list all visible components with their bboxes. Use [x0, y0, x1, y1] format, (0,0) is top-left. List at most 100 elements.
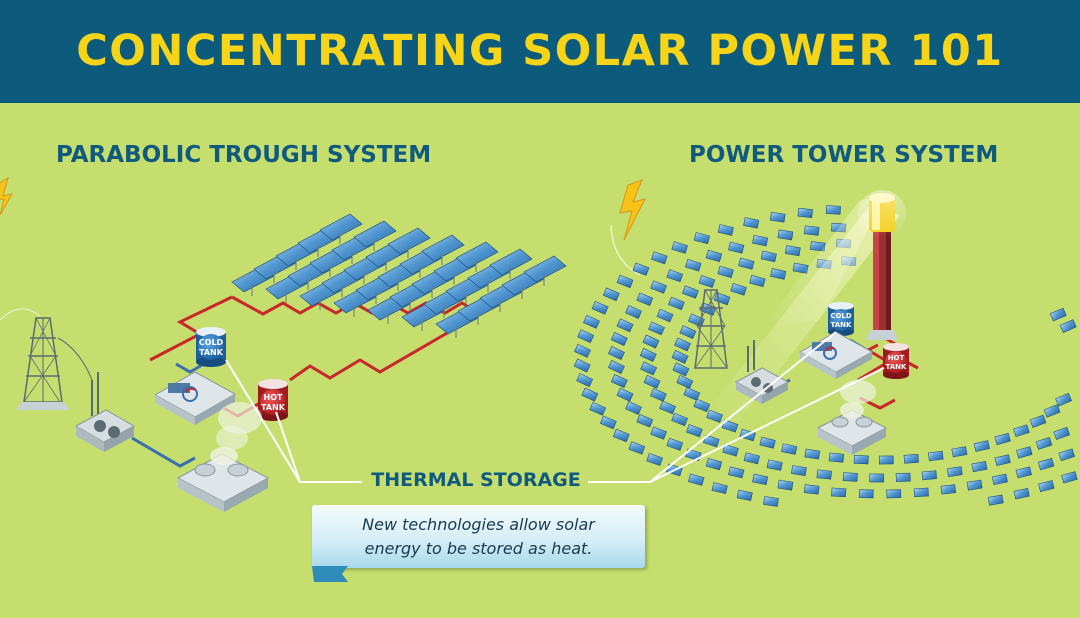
heliostat-field — [573, 205, 1078, 507]
heliostat-mirror — [651, 251, 668, 265]
heliostat-mirror — [717, 265, 734, 279]
heliostat-mirror — [803, 225, 820, 236]
trough-mirror — [387, 227, 431, 255]
heliostat-mirror — [951, 446, 968, 458]
heliostat-mirror — [770, 268, 787, 280]
cooling-tower-icon — [176, 447, 270, 512]
heliostat-mirror — [752, 234, 769, 247]
heliostat-mirror — [577, 329, 595, 344]
heliostat-mirror — [730, 282, 747, 296]
heliostat-mirror — [1049, 307, 1067, 322]
trough-mirror — [319, 213, 363, 241]
heliostat-mirror — [858, 489, 874, 499]
heliostat-mirror — [646, 452, 663, 466]
hot-tank-label-1: HOT — [888, 354, 905, 362]
heliostat-mirror — [656, 308, 674, 323]
heliostat-mirror — [966, 479, 983, 491]
heliostat-mirror — [576, 373, 594, 388]
heliostat-mirror — [903, 454, 919, 464]
turbine-icon — [798, 331, 874, 379]
heliostat-mirror — [698, 275, 716, 288]
heliostat-mirror — [743, 217, 760, 229]
lightning-icon — [0, 176, 13, 216]
parabolic-trough-title: PARABOLIC TROUGH SYSTEM — [56, 142, 432, 168]
callout-tail — [312, 566, 348, 582]
heliostat-mirror — [728, 241, 745, 254]
heliostat-mirror — [666, 437, 684, 451]
heliostat-mirror — [650, 426, 667, 440]
heliostat-mirror — [946, 466, 963, 477]
thermal-storage-label: THERMAL STORAGE — [364, 469, 588, 491]
heliostat-mirror — [738, 257, 755, 270]
heliostat-mirror — [784, 245, 801, 257]
steam-cloud — [840, 380, 876, 404]
heliostat-mirror — [1035, 437, 1053, 450]
heliostat-mirror — [743, 452, 760, 465]
cold-tank-label-1: COLD — [199, 338, 224, 347]
heliostat-mirror — [589, 401, 607, 416]
heliostat-mirror — [625, 401, 642, 415]
heliostat-mirror — [1038, 480, 1055, 493]
hot-tank-label-1: HOT — [264, 393, 283, 402]
heliostat-mirror — [636, 414, 654, 428]
heliostat-mirror — [1037, 457, 1055, 471]
heliostat-mirror — [769, 211, 786, 223]
heliostat-mirror — [816, 469, 832, 480]
callout-line-2: energy to be stored as heat. — [364, 539, 593, 558]
heliostat-mirror — [616, 274, 634, 289]
heliostat-mirror — [607, 346, 625, 360]
heliostat-mirror — [583, 314, 600, 329]
hot-tank-icon: HOT TANK — [883, 343, 909, 379]
heliostat-mirror — [1061, 471, 1078, 484]
heliostat-mirror — [1059, 319, 1077, 333]
callout-line-1: New technologies allow solar — [362, 515, 595, 534]
heliostat-mirror — [640, 361, 658, 376]
heliostat-mirror — [913, 487, 929, 498]
cold-tank-label-2: TANK — [831, 321, 853, 329]
heliostat-mirror — [759, 436, 776, 449]
storage-leader-lines — [225, 331, 885, 483]
heliostat-mirror — [628, 441, 646, 455]
heliostat-mirror — [648, 321, 665, 336]
heliostat-mirror — [693, 398, 711, 413]
heliostat-mirror — [666, 269, 684, 283]
heliostat-mirror — [728, 466, 745, 479]
heliostat-mirror — [632, 262, 650, 276]
heliostat-mirror — [674, 337, 691, 352]
light-beam — [760, 196, 886, 330]
heliostat-mirror — [973, 440, 990, 452]
power-tower-title: POWER TOWER SYSTEM — [689, 142, 999, 168]
heliostat-mirror — [1013, 424, 1030, 438]
heliostat-mirror — [1055, 392, 1072, 407]
heliostat-mirror — [878, 455, 894, 465]
heliostat-mirror — [797, 207, 813, 218]
heliostat-mirror — [679, 325, 697, 339]
heliostat-mirror — [671, 241, 688, 254]
heliostat-mirror — [760, 250, 777, 263]
heliostat-mirror — [791, 465, 807, 476]
heliostat-mirror — [781, 443, 798, 455]
heliostat-mirror — [987, 494, 1004, 506]
heliostat-mirror — [713, 292, 731, 306]
steam-cloud — [218, 402, 262, 434]
steam-cloud — [216, 426, 248, 450]
heliostat-mirror — [1053, 426, 1071, 440]
heliostat-mirror — [1058, 448, 1075, 462]
heliostat-mirror — [574, 343, 591, 358]
heliostat-mirror — [625, 305, 642, 319]
heliostat-mirror — [940, 484, 957, 495]
header-bar — [0, 0, 1080, 103]
heliostat-mirror — [1013, 487, 1030, 500]
heliostat-mirror — [711, 482, 728, 494]
heliostat-mirror — [659, 400, 676, 415]
heliostat-mirror — [602, 287, 620, 302]
heliostat-mirror — [610, 374, 628, 388]
cooling-tower-icon — [816, 402, 888, 455]
heliostat-mirror — [991, 473, 1008, 486]
heliostat-mirror — [591, 300, 609, 315]
heliostat-mirror — [693, 232, 711, 245]
heliostat-mirror — [643, 374, 661, 389]
heliostat-mirror — [610, 332, 628, 346]
heliostat-mirror — [671, 349, 689, 364]
heliostat-mirror — [1016, 446, 1033, 459]
